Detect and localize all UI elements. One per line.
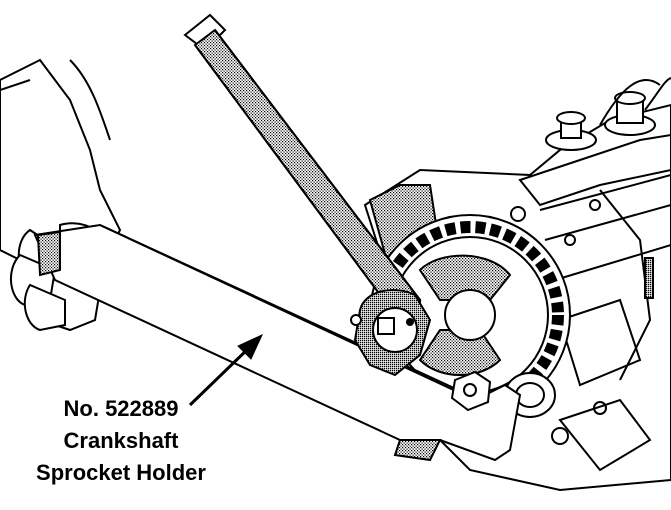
- ratchet-wrench: [183, 13, 432, 377]
- sprocket-holder-tool: [33, 223, 522, 462]
- tool-name-line-1: Crankshaft: [63, 428, 179, 453]
- tool-name-line-2: Sprocket Holder: [36, 460, 206, 485]
- tool-callout-label: No. 522889 Crankshaft Sprocket Holder: [0, 393, 242, 489]
- tool-part-number: No. 522889: [63, 396, 179, 421]
- callout-arrow: [188, 333, 264, 407]
